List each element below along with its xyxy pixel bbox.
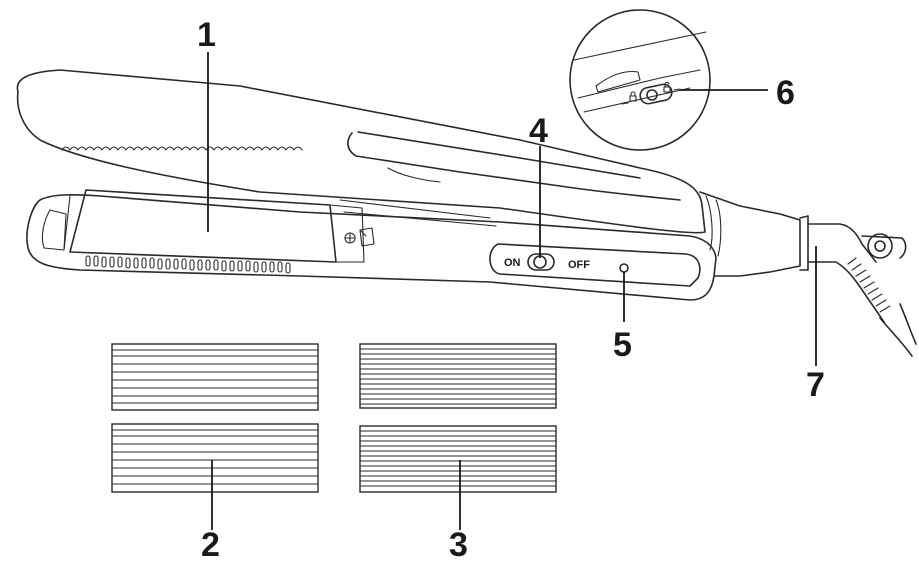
heating-plate [69,189,497,263]
handle-end [699,191,801,277]
callout-1: 1 [197,16,216,54]
leader-lines [207,52,817,530]
unlocked-padlock-icon [663,81,671,93]
vent-slots [85,255,291,274]
callout-7: 7 [806,366,825,404]
narrow-crimp-plate-top [359,343,557,409]
upper-arm [16,69,706,234]
switch-on-label: ON [504,257,521,269]
callout-3: 3 [449,526,468,563]
power-switch[interactable]: ON OFF [504,253,590,271]
lock-detail-inset [569,9,711,151]
swivel-cord [799,215,917,357]
callout-5: 5 [613,326,632,364]
wide-crimp-plate-top [111,343,319,411]
callout-labels: 1 2 3 4 5 6 7 [197,16,825,563]
switch-off-label: OFF [568,259,590,271]
callout-4: 4 [529,112,548,150]
upper-serrated-edge [61,146,303,151]
callout-6: 6 [776,74,795,112]
plate-release-icon [344,227,375,247]
callout-2: 2 [201,526,220,563]
wide-crimp-plate-bottom [111,423,319,493]
control-panel [489,243,701,287]
narrow-crimp-plate-bottom [359,425,557,493]
lower-arm [26,194,717,301]
locked-padlock-icon [629,91,637,102]
indicator-light [619,263,629,273]
